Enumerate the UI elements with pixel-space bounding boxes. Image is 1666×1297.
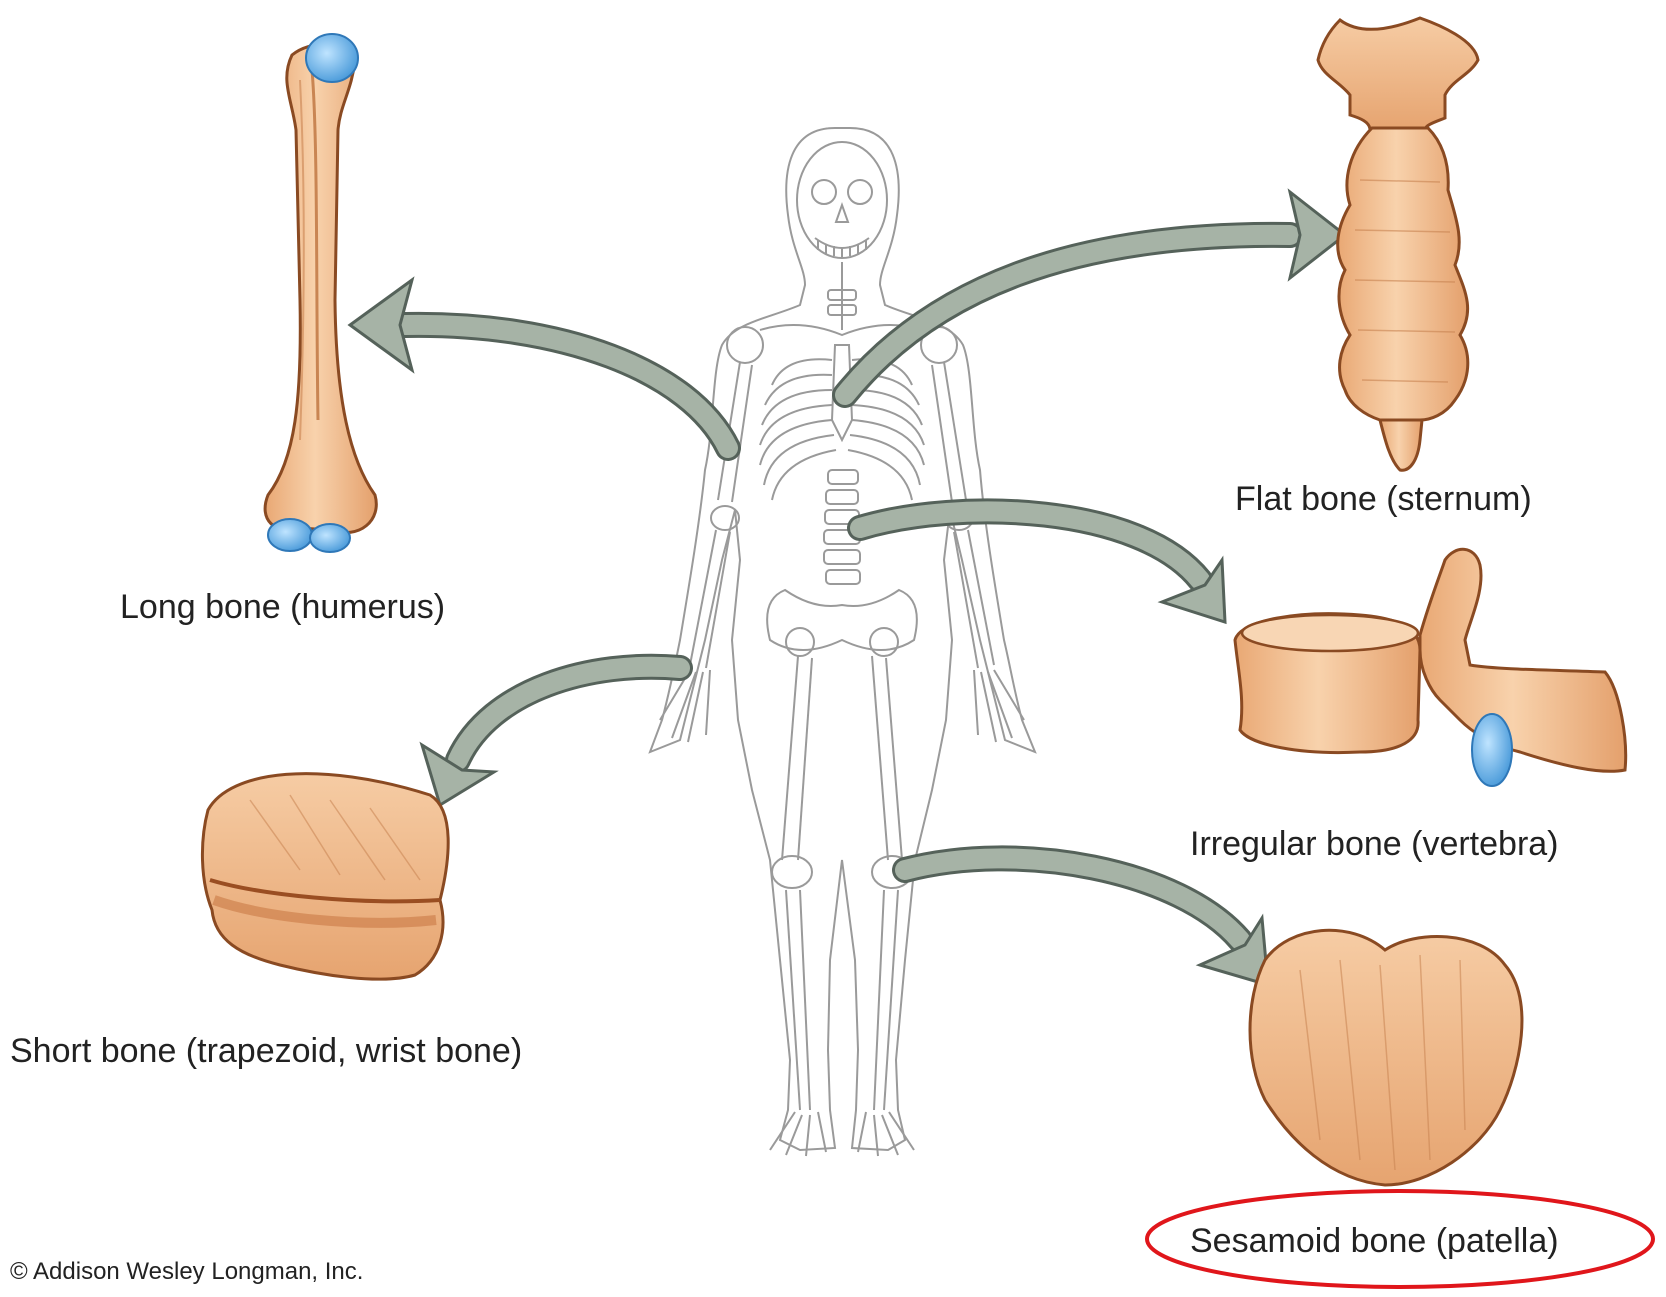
patella-illustration — [1250, 930, 1522, 1185]
arrow-to-sesamoid-bone — [905, 858, 1268, 985]
label-short-bone: Short bone (trapezoid, wrist bone) — [10, 1032, 522, 1071]
humerus-illustration — [265, 34, 376, 552]
copyright-notice: © Addison Wesley Longman, Inc. — [10, 1258, 363, 1286]
arrow-to-flat-bone — [845, 192, 1345, 395]
arrow-to-long-bone — [350, 280, 728, 448]
vertebra-illustration — [1235, 549, 1626, 786]
trapezoid-illustration — [202, 774, 448, 980]
label-sesamoid-bone: Sesamoid bone (patella) — [1190, 1222, 1559, 1261]
label-flat-bone: Flat bone (sternum) — [1235, 480, 1532, 519]
label-long-bone: Long bone (humerus) — [120, 588, 445, 627]
arrow-to-short-bone — [422, 667, 680, 805]
sternum-illustration — [1318, 18, 1478, 470]
label-irregular-bone: Irregular bone (vertebra) — [1190, 825, 1559, 864]
